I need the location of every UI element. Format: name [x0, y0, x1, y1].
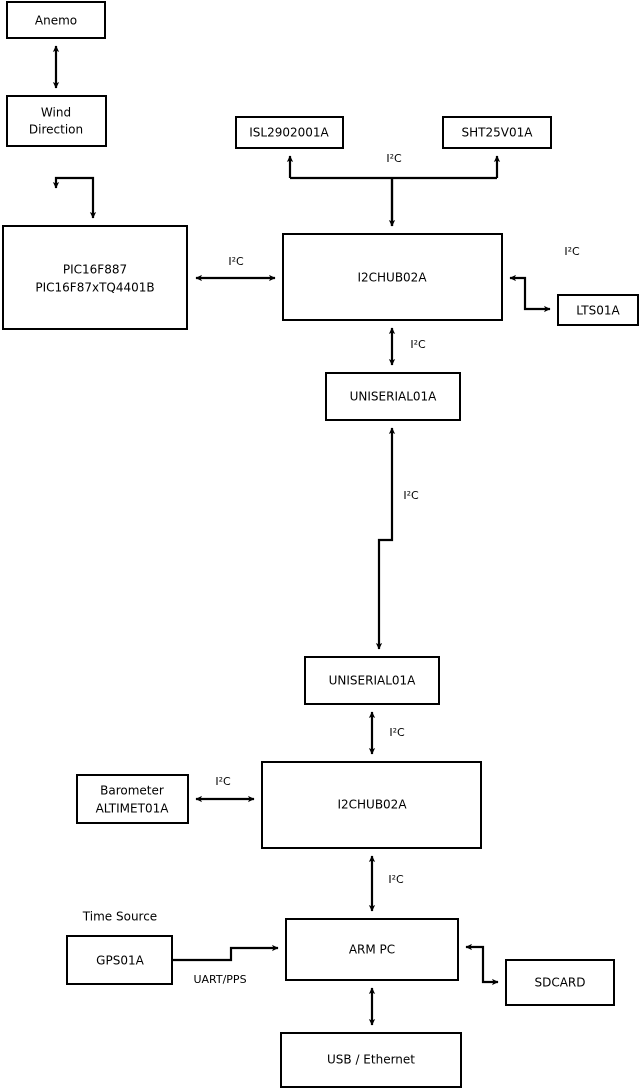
node-pic-box[interactable] — [2, 225, 188, 330]
label-i2c-hub-uniserial: I²C — [410, 338, 426, 351]
edge-hubtop-lts — [509, 274, 551, 313]
node-pic-label-line1: PIC16F887 — [63, 263, 127, 277]
label-time-source: Time Source — [82, 910, 157, 924]
node-hub-top[interactable]: I2CHUB02A — [282, 233, 503, 321]
edge-uniserial-link — [375, 427, 396, 650]
node-barometer[interactable]: Barometer ALTIMET01A — [76, 774, 189, 824]
edge-armpc-sdcard — [465, 943, 499, 986]
node-gps[interactable]: GPS01A — [66, 935, 173, 985]
label-i2c-baro-hub2: I²C — [215, 775, 231, 788]
node-sht-label: SHT25V01A — [462, 126, 534, 140]
node-anemo-box[interactable] — [6, 1, 106, 39]
node-barometer-box[interactable] — [76, 774, 189, 824]
node-anemo[interactable]: Anemo — [6, 1, 106, 39]
node-isl[interactable]: ISL2902001A — [235, 116, 344, 149]
node-uniserial-lower[interactable]: UNISERIAL01A — [304, 656, 440, 705]
label-uart-pps: UART/PPS — [193, 973, 246, 986]
label-i2c-uniserial-link: I²C — [403, 489, 419, 502]
node-wind-direction-box[interactable] — [6, 95, 107, 147]
node-barometer-label-line1: Barometer — [100, 784, 164, 798]
node-uniserial-lower-box[interactable] — [304, 656, 440, 705]
node-sht-box[interactable] — [442, 116, 552, 149]
label-i2c-hub2-armpc: I²C — [388, 873, 404, 886]
node-isl-label: ISL2902001A — [249, 126, 329, 140]
node-wind-direction[interactable]: Wind Direction — [6, 95, 107, 147]
node-uniserial-upper[interactable]: UNISERIAL01A — [325, 372, 461, 421]
node-anemo-label: Anemo — [35, 14, 77, 28]
node-uniserial-lower-label: UNISERIAL01A — [329, 674, 417, 688]
node-usb-ethernet-box[interactable] — [280, 1032, 462, 1088]
node-sdcard-box[interactable] — [505, 959, 615, 1006]
label-i2c-pic-hub: I²C — [228, 255, 244, 268]
node-uniserial-upper-label: UNISERIAL01A — [350, 390, 438, 404]
edge-gps-armpc — [172, 944, 279, 962]
label-i2c-uniserial-hub2: I²C — [389, 726, 405, 739]
node-sht[interactable]: SHT25V01A — [442, 116, 552, 149]
node-sdcard[interactable]: SDCARD — [505, 959, 615, 1006]
node-gps-label: GPS01A — [96, 954, 144, 968]
label-i2c-sensor-bus: I²C — [386, 152, 402, 165]
node-isl-box[interactable] — [235, 116, 344, 149]
node-sdcard-label: SDCARD — [534, 976, 585, 990]
node-hub-top-label: I2CHUB02A — [357, 271, 427, 285]
node-arm-pc[interactable]: ARM PC — [285, 918, 459, 981]
node-hub-bottom-box[interactable] — [261, 761, 482, 849]
node-usb-ethernet[interactable]: USB / Ethernet — [280, 1032, 462, 1088]
node-lts-label: LTS01A — [576, 304, 620, 318]
node-pic-label-line2: PIC16F87xTQ4401B — [35, 281, 154, 295]
node-gps-box[interactable] — [66, 935, 173, 985]
node-usb-ethernet-label: USB / Ethernet — [327, 1053, 415, 1067]
node-uniserial-upper-box[interactable] — [325, 372, 461, 421]
node-hub-bottom[interactable]: I2CHUB02A — [261, 761, 482, 849]
node-arm-pc-box[interactable] — [285, 918, 459, 981]
node-wind-direction-label-line1: Wind — [41, 106, 71, 120]
node-lts-box[interactable] — [557, 294, 639, 326]
node-barometer-label-line2: ALTIMET01A — [96, 802, 170, 816]
label-i2c-hub-lts: I²C — [564, 245, 580, 258]
node-lts[interactable]: LTS01A — [557, 294, 639, 326]
node-arm-pc-label: ARM PC — [349, 943, 395, 957]
node-wind-direction-label-line2: Direction — [29, 123, 83, 137]
node-hub-top-box[interactable] — [282, 233, 503, 321]
connectors — [52, 45, 551, 1026]
edge-pic-wind — [52, 176, 97, 219]
node-pic[interactable]: PIC16F887 PIC16F87xTQ4401B — [2, 225, 188, 330]
node-hub-bottom-label: I2CHUB02A — [337, 798, 407, 812]
